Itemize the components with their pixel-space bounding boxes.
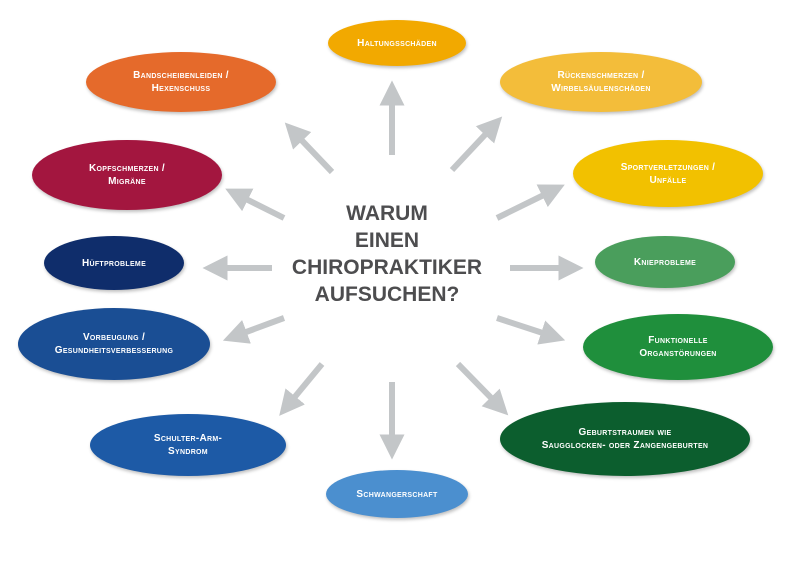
oval-schwangerschaft: Schwangerschaft <box>326 470 468 518</box>
oval-kopfschmerzen: Kopfschmerzen / Migräne <box>32 140 222 210</box>
arrow-up-left <box>284 122 335 175</box>
oval-text: Gesundheitsverbesserung <box>54 345 174 356</box>
oval-text: Wirbelsäulenschäden <box>551 83 651 94</box>
oval-bandscheibenleiden: Bandscheibenleiden / Hexenschuss <box>86 52 276 112</box>
oval-text: Migräne <box>108 176 146 187</box>
oval-text: Saugglocken- oder Zangengeburten <box>541 440 709 451</box>
oval-text: Geburtstraumen wie <box>578 427 672 438</box>
arrow-left-lower <box>222 315 286 344</box>
oval-geburtstraumen: Geburtstraumen wie Saugglocken- oder Zan… <box>500 402 750 476</box>
oval-vorbeugung: Vorbeugung / Gesundheitsverbesserung <box>18 308 210 380</box>
oval-text: Syndrom <box>168 446 208 457</box>
oval-text: Unfälle <box>649 174 687 186</box>
center-line-3: CHIROPRAKTIKER <box>291 256 483 279</box>
oval-text: Haltungsschäden <box>357 37 437 49</box>
oval-funktionelle-organstoerungen: Funktionelle Organstörungen <box>583 314 773 380</box>
oval-text: Funktionelle <box>648 335 708 346</box>
center-line-2: EINEN <box>354 229 420 252</box>
center-line-4: AUFSUCHEN? <box>314 283 460 306</box>
arrow-right-lower <box>496 315 566 345</box>
oval-text: Hüftprobleme <box>81 257 147 269</box>
oval-text: Schwangerschaft <box>356 488 438 500</box>
oval-haltungsschaeden: Haltungsschäden <box>328 20 466 66</box>
center-line-1: WARUM <box>346 202 428 225</box>
oval-text: Vorbeugung / <box>82 332 146 343</box>
oval-text: Knieprobleme <box>633 256 697 268</box>
arrow-up-right <box>449 116 503 173</box>
oval-text: Bandscheibenleiden / <box>133 70 229 81</box>
oval-text: Schulter-Arm- <box>153 433 223 444</box>
oval-knieprobleme: Knieprobleme <box>595 236 735 288</box>
oval-text: Organstörungen <box>639 348 717 359</box>
oval-schulter-arm-syndrom: Schulter-Arm- Syndrom <box>90 414 286 476</box>
oval-text: Sportverletzungen / <box>620 161 716 173</box>
arrow-down-left <box>279 362 325 416</box>
oval-hueftprobleme: Hüftprobleme <box>44 236 184 290</box>
oval-text: Kopfschmerzen / <box>88 163 165 174</box>
arrow-down-right <box>455 361 509 416</box>
oval-text: Rückenschmerzen / <box>557 70 645 81</box>
oval-rueckenschmerzen: Rückenschmerzen / Wirbelsäulenschäden <box>500 52 702 112</box>
arrow-left-upper <box>225 188 286 221</box>
oval-sportverletzungen: Sportverletzungen / Unfälle <box>573 140 763 207</box>
oval-text: Hexenschuss <box>151 83 211 94</box>
central-question: WARUM EINEN CHIROPRAKTIKER AUFSUCHEN? <box>282 200 492 308</box>
arrow-right-upper <box>495 184 565 221</box>
